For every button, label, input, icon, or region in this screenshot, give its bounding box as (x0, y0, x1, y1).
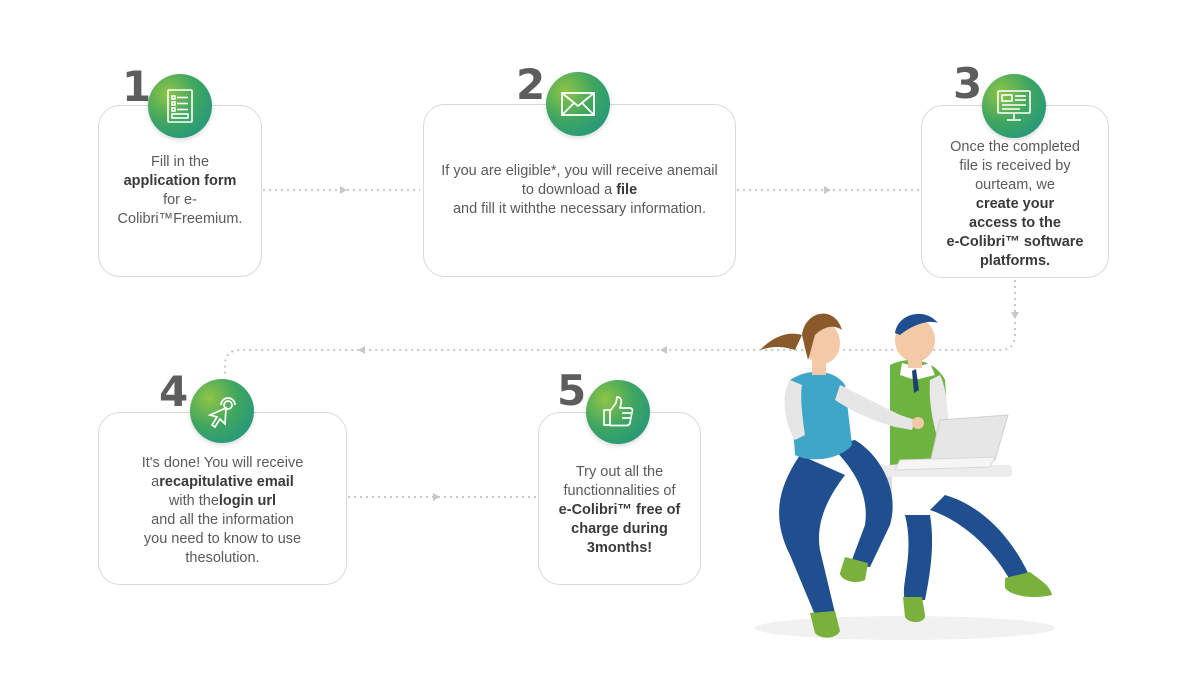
arrow-1-2 (340, 186, 347, 194)
bold-text: application form (123, 173, 237, 189)
thumbs-up-icon (603, 396, 634, 427)
text-run: and fill it with (452, 201, 536, 217)
text-run: Once the completed (950, 139, 1080, 155)
text-run: for e-Colibri™ (117, 192, 197, 227)
step-4-number: 4 (159, 367, 189, 416)
people-with-laptop-illustration (755, 313, 1055, 640)
step-1-number: 1 (122, 62, 152, 111)
bold-text: create your (975, 196, 1055, 212)
step-2-badge (546, 72, 610, 136)
step-3-text: Once the completed file is received by ou… (922, 112, 1108, 271)
woman-figure (760, 313, 924, 638)
step-1-badge (148, 74, 212, 138)
bold-text: access to the (969, 215, 1061, 231)
step-5-text: Try out all the functionnalities of e-Coli… (539, 439, 700, 558)
step-1-text: Fill in the application form for e-Colibri… (99, 153, 261, 229)
connector-3-4 (224, 280, 1016, 376)
step-2-number: 2 (516, 60, 546, 109)
text-run: file is received by our (959, 158, 1071, 193)
text-run: It's done! You will receive a (141, 454, 304, 490)
text-run: the necessary information. (535, 201, 707, 217)
bold-text: e-Colibri™ software (946, 234, 1084, 250)
step-4-text: It's done! You will receive arecapitulat… (99, 430, 346, 568)
monitor-icon (997, 90, 1031, 121)
step-5-number: 5 (557, 366, 587, 415)
text-run: you need to know to use the (143, 530, 302, 566)
arrow-2-3 (824, 186, 831, 194)
text-run: with the (168, 492, 219, 509)
text-run: team, we (996, 177, 1055, 193)
text-run: email to download a (521, 163, 718, 198)
bold-text: recapitulative email (159, 473, 294, 490)
text-run: functionnalities of (563, 483, 676, 499)
text-run: solution. (205, 549, 260, 566)
form-icon (167, 89, 193, 123)
cursor-click-icon (207, 397, 236, 429)
bold-text: charge during 3 (571, 521, 668, 556)
step-3-card: Once the completed file is received by ou… (921, 105, 1109, 278)
step-2-text: If you are eligible*, you will receive a… (424, 162, 735, 219)
bold-text: file (616, 182, 638, 198)
envelope-icon (561, 92, 595, 116)
bold-text: e-Colibri™ free of (558, 502, 681, 518)
step-5-badge (586, 380, 650, 444)
text-run: Try out all the (575, 464, 664, 480)
step-4-badge (190, 379, 254, 443)
arrow-3-down (1011, 312, 1019, 319)
text-run: Freemium. (173, 211, 243, 227)
text-run: and all the information (151, 511, 294, 528)
arrow-3-4b (358, 346, 365, 354)
bold-text: platforms. (979, 253, 1051, 269)
text-run: If you are eligible*, you will receive a… (441, 163, 684, 179)
step-3-badge (982, 74, 1046, 138)
step-3-number: 3 (953, 59, 983, 108)
arrow-4-5 (433, 493, 440, 501)
bold-text: login url (218, 492, 277, 509)
arrow-3-4a (660, 346, 667, 354)
text-run: Fill in the (150, 154, 210, 170)
bold-text: months! (594, 540, 653, 556)
